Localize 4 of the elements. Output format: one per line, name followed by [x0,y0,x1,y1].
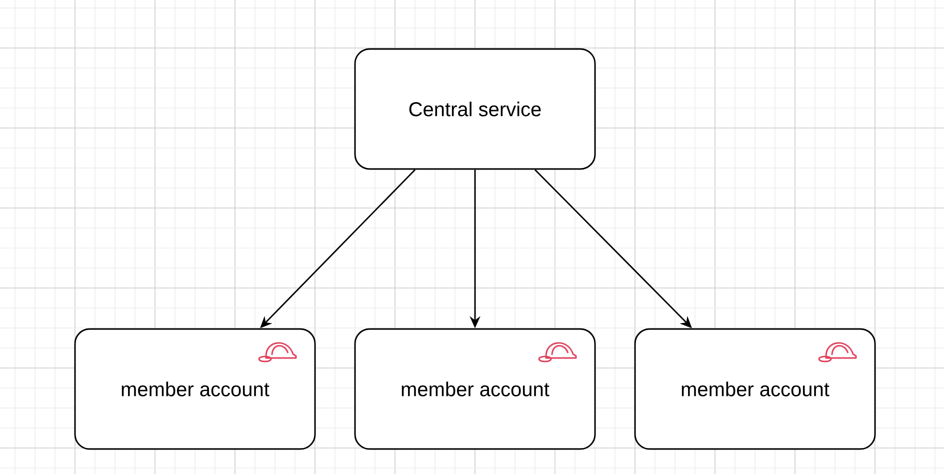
process-box: member account [354,328,596,450]
process-box: member account [74,328,316,450]
process-box: member account [634,328,876,450]
process-box: Central service [354,48,596,170]
